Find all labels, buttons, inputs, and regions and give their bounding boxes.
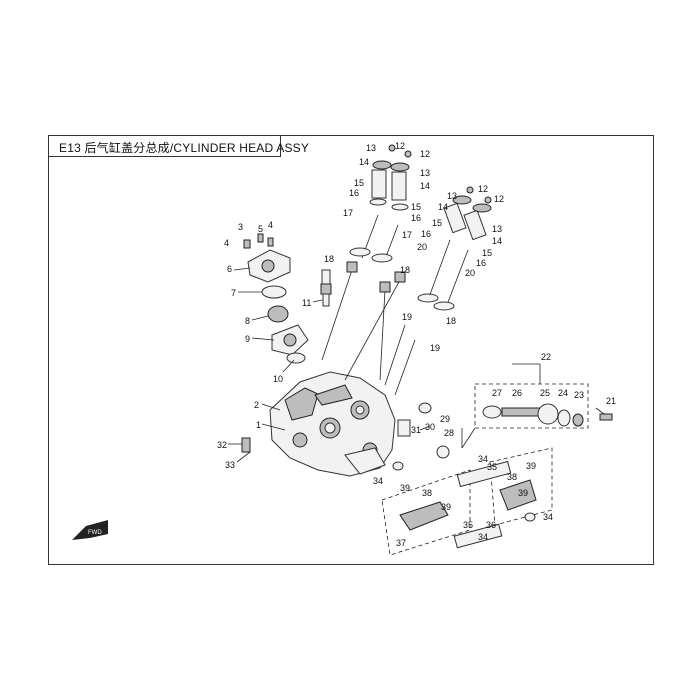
callout-18b: 18 <box>400 265 410 275</box>
callout-13a: 13 <box>366 143 376 153</box>
callout-17b: 17 <box>402 230 412 240</box>
callout-35a: 35 <box>487 462 497 472</box>
callout-39a: 39 <box>400 483 410 493</box>
callout-25: 25 <box>540 388 550 398</box>
callout-22: 22 <box>541 352 551 362</box>
callout-15a: 15 <box>354 178 364 188</box>
cylinder-head-body <box>269 371 396 477</box>
callout-14b: 14 <box>420 181 430 191</box>
callout-28: 28 <box>444 428 454 438</box>
callout-5: 5 <box>258 224 263 234</box>
callout-18c: 18 <box>446 316 456 326</box>
callout-27: 27 <box>492 388 502 398</box>
callout-32: 32 <box>217 440 227 450</box>
callout-15d: 15 <box>482 248 492 258</box>
callout-23: 23 <box>574 390 584 400</box>
callout-16c: 16 <box>421 229 431 239</box>
callout-8: 8 <box>245 316 250 326</box>
callout-12d: 12 <box>494 194 504 204</box>
callout-3: 3 <box>238 222 243 232</box>
callout-34c: 34 <box>478 532 488 542</box>
callout-19b: 19 <box>430 343 440 353</box>
callout-17a: 17 <box>343 208 353 218</box>
callout-13b: 13 <box>420 168 430 178</box>
camshaft-assembly <box>474 383 613 429</box>
callout-4a: 4 <box>224 238 229 248</box>
valve-train-left <box>349 144 412 263</box>
valve-train-right <box>417 186 492 311</box>
callout-14d: 14 <box>492 236 502 246</box>
fwd-label: FWD <box>88 530 102 536</box>
page-title: E13 后气缸盖分总成/CYLINDER HEAD ASSY <box>59 141 310 155</box>
callout-20a: 20 <box>417 242 427 252</box>
misc-hardware <box>241 402 450 471</box>
callout-31: 31 <box>411 425 421 435</box>
callout-labels: 1 2 3 4 4 5 6 7 8 9 10 11 12 12 12 12 13… <box>217 141 616 548</box>
callout-21: 21 <box>606 396 616 406</box>
callout-30: 30 <box>425 422 435 432</box>
callout-15b: 15 <box>411 202 421 212</box>
callout-34a: 34 <box>373 476 383 486</box>
spark-plug <box>320 269 332 307</box>
callout-1: 1 <box>256 420 261 430</box>
callout-38b: 38 <box>507 472 517 482</box>
callout-16b: 16 <box>411 213 421 223</box>
callout-12a: 12 <box>395 141 405 151</box>
water-outlet-assembly <box>243 233 309 364</box>
callout-16d: 16 <box>476 258 486 268</box>
callout-19a: 19 <box>402 312 412 322</box>
callout-16a: 16 <box>349 188 359 198</box>
callout-29: 29 <box>440 414 450 424</box>
callout-10: 10 <box>273 374 283 384</box>
head-bolts <box>321 261 416 396</box>
callout-34b: 34 <box>478 454 488 464</box>
callout-39c: 39 <box>526 461 536 471</box>
leader-lines <box>228 267 605 463</box>
callout-15c: 15 <box>432 218 442 228</box>
rocker-assembly <box>381 447 553 556</box>
callout-12c: 12 <box>478 184 488 194</box>
callout-34d: 34 <box>543 512 553 522</box>
callout-4b: 4 <box>268 220 273 230</box>
drawing-frame <box>48 135 654 565</box>
callout-20b: 20 <box>465 268 475 278</box>
callout-11: 11 <box>302 298 311 308</box>
fwd-arrow: FWD <box>72 520 108 540</box>
callout-35b: 35 <box>463 520 473 530</box>
callout-38a: 38 <box>422 488 432 498</box>
callout-7: 7 <box>231 288 236 298</box>
callout-24: 24 <box>558 388 568 398</box>
callout-26: 26 <box>512 388 522 398</box>
callout-39b: 39 <box>441 502 451 512</box>
callout-13c: 13 <box>447 191 457 201</box>
callout-39d: 39 <box>518 488 528 498</box>
callout-14a: 14 <box>359 157 369 167</box>
callout-36: 36 <box>486 520 496 530</box>
callout-9: 9 <box>245 334 250 344</box>
callout-14c: 14 <box>438 202 448 212</box>
callout-13d: 13 <box>492 224 502 234</box>
callout-37: 37 <box>396 538 406 548</box>
callout-18a: 18 <box>324 254 334 264</box>
callout-6: 6 <box>227 264 232 274</box>
callout-12b: 12 <box>420 149 430 159</box>
title-box: E13 后气缸盖分总成/CYLINDER HEAD ASSY <box>48 135 309 157</box>
callout-33: 33 <box>225 460 235 470</box>
callout-2: 2 <box>254 400 259 410</box>
